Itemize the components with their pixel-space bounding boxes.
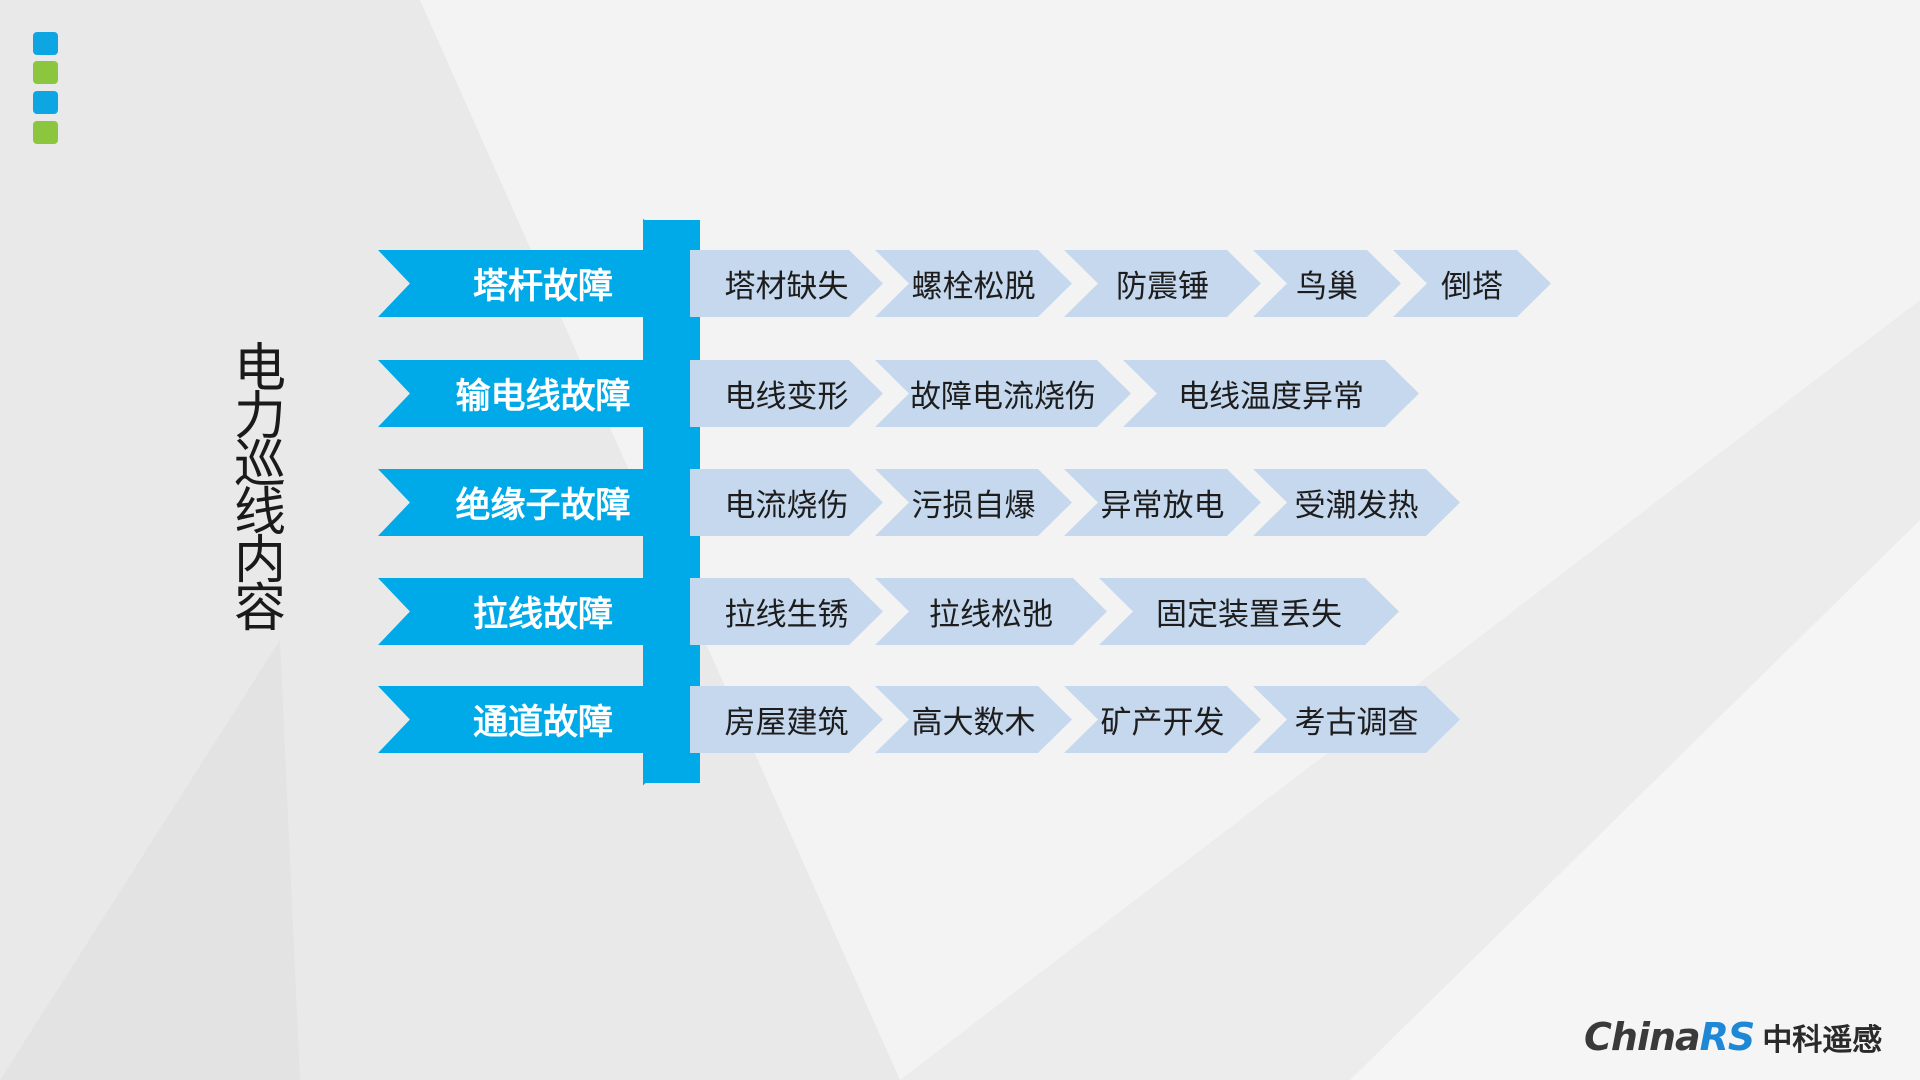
fault-item-chevron: 受潮发热 [1253,469,1460,536]
fault-item-chevron: 电流烧伤 [690,469,883,536]
fault-item-chevron: 矿产开发 [1064,686,1261,753]
category-arrow [378,360,644,427]
page-title-char: 电 [233,339,286,399]
fault-item-chevron: 考古调查 [1253,686,1460,753]
corner-square-green-1 [33,61,58,84]
category-arrow [378,686,644,753]
corner-square-blue-1 [33,32,58,55]
page-title: 电力巡线内容 [232,339,288,639]
fault-item-chevron: 污损自爆 [875,469,1072,536]
category-arrow [378,250,644,317]
fault-item-chevron: 异常放电 [1064,469,1261,536]
category-arrow [378,469,644,536]
category-label: 绝缘子故障 [455,486,631,526]
category-label: 通道故障 [472,703,613,743]
fault-item-chevron: 房屋建筑 [690,686,883,753]
corner-square-green-2 [33,121,58,144]
logo: China RS 中科遥感 [1584,1012,1882,1062]
category-label: 输电线故障 [455,377,631,417]
page-title-char: 线 [233,483,286,543]
fault-item-chevron: 拉线松弛 [875,578,1107,645]
page-title-char: 巡 [233,435,286,495]
fault-item-chevron: 故障电流烧伤 [875,360,1131,427]
category-label: 塔杆故障 [472,267,613,307]
logo-accent-text: RS [1699,1015,1756,1059]
corner-square-blue-2 [33,91,58,114]
fault-item-chevron: 固定装置丢失 [1099,578,1399,645]
fault-item-chevron: 电线温度异常 [1123,360,1419,427]
category-label: 拉线故障 [472,595,613,635]
logo-latin-text: China [1584,1015,1701,1059]
fault-item-chevron: 电线变形 [690,360,883,427]
logo-chinese-text: 中科遥感 [1762,1023,1883,1058]
category-arrow [378,578,644,645]
fault-item-chevron: 螺栓松脱 [875,250,1072,317]
page-title-char: 内 [233,531,286,591]
fault-item-chevron: 塔材缺失 [690,250,883,317]
page-title-char: 容 [233,579,286,639]
page-title-char: 力 [233,387,286,447]
fault-item-chevron: 拉线生锈 [690,578,883,645]
